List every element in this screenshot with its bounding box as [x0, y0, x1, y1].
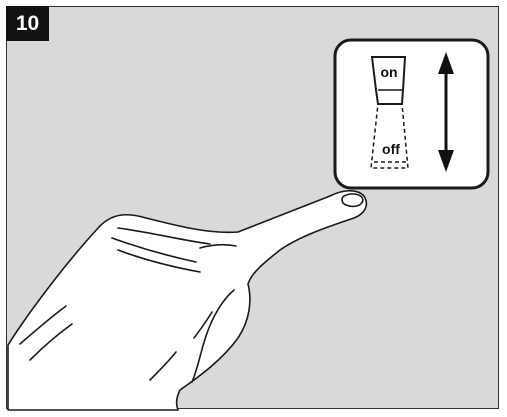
- pointing-hand-icon: [8, 191, 366, 410]
- switch-off-label: off: [382, 141, 400, 157]
- switch-callout: on off: [335, 40, 488, 188]
- switch-on-label: on: [380, 64, 397, 80]
